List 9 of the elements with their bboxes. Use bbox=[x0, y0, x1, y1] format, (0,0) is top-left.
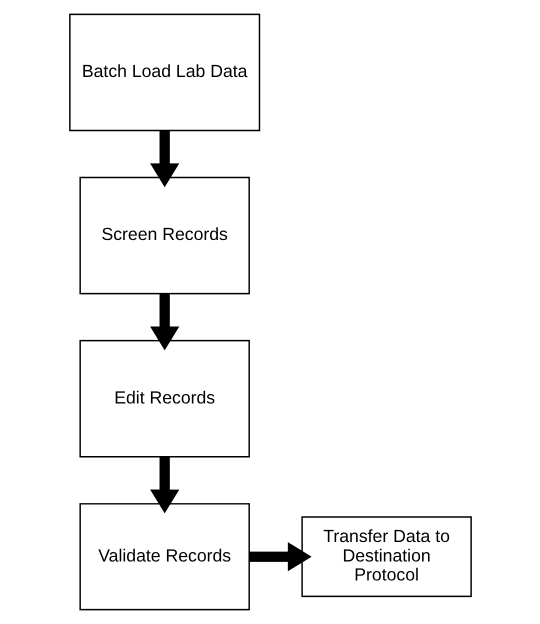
arrow bbox=[150, 130, 179, 188]
node-box: Validate Records bbox=[78, 503, 250, 610]
arrow bbox=[150, 294, 179, 350]
arrow bbox=[248, 542, 312, 572]
node-box: Edit Records bbox=[78, 340, 250, 458]
node-box: Screen Records bbox=[78, 176, 250, 294]
node-box: Batch Load Lab Data bbox=[68, 14, 260, 132]
arrow bbox=[150, 457, 179, 514]
node-box: Transfer Data to Destination Protocol bbox=[300, 516, 472, 598]
